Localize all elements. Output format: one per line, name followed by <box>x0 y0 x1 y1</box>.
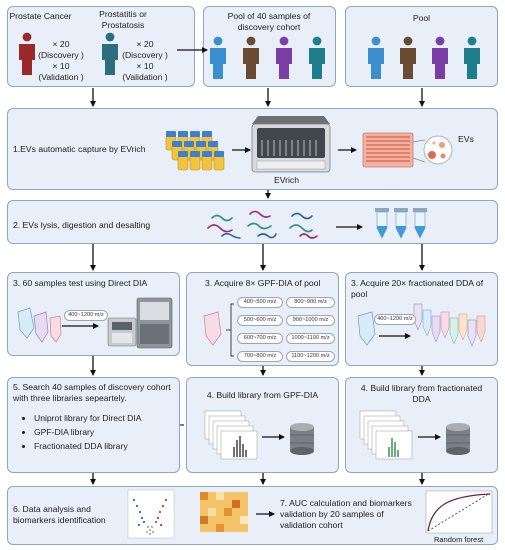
cohort-count-prostatitis-discovery: × 20 (Discovery ) <box>122 39 168 60</box>
vials-icon <box>375 208 427 239</box>
step2-label: 2. EVs lysis, digestion and desalting <box>13 220 151 230</box>
person-icon-red <box>19 32 35 75</box>
person-icon-purple <box>432 36 448 79</box>
evrich-device-icon <box>251 116 331 173</box>
person-icon-blue <box>368 36 384 79</box>
step7-label: 7. AUC calculation and biomarkers valida… <box>280 498 412 530</box>
box-step5 <box>7 377 180 473</box>
gpf-window-4: 700~800 m/z <box>237 351 283 362</box>
gpf-window-6: 900~1000 m/z <box>286 315 335 326</box>
spectra-stack-icon <box>359 410 413 460</box>
mass-spectrometer-icon <box>107 297 173 349</box>
step3a-label: 3. 60 samples test using Direct DIA <box>13 278 148 288</box>
mz-range-3c: 400~1200 m/z <box>374 314 416 325</box>
gpf-window-1: 400~500 m/z <box>237 297 283 308</box>
person-icon-blue <box>210 36 226 79</box>
sample-tubes-icon <box>17 307 62 343</box>
connector-line <box>412 139 426 143</box>
heatmap-icon <box>200 492 248 532</box>
volcano-plot-icon <box>127 489 175 539</box>
pool40-label: Pool of 40 samples of discovery cohort <box>227 11 311 32</box>
step6-label: 6. Data analysis and biomarkers identifi… <box>13 504 106 525</box>
evrich-label: EVrich <box>274 175 299 185</box>
sample-tubes-icon <box>165 131 225 171</box>
group-label-prostatitis: Prostatitis or Prostatosis <box>99 9 147 30</box>
person-icon-teal <box>309 36 325 79</box>
pool-label: Pool <box>412 13 431 23</box>
database-icon <box>290 423 314 455</box>
step3c-label: 3. Acquire 20× fractionated DDA of pool <box>351 278 484 299</box>
fraction-tubes-icon <box>413 303 486 347</box>
gpf-window-3: 600~700 m/z <box>237 333 283 344</box>
database-icon <box>446 423 470 455</box>
connector-line <box>412 157 426 163</box>
roc-curve-icon <box>425 490 493 534</box>
sample-tube-icon <box>203 311 222 346</box>
step5-label: 5. Search 40 samples of discovery cohort… <box>13 382 171 403</box>
gpf-window-5: 800~900 m/z <box>286 297 335 308</box>
person-icon-brown <box>400 36 416 79</box>
step4b-label: 4. Build library from GPF-DIA <box>206 390 319 400</box>
sample-tube-icon <box>357 311 376 346</box>
step3b-label: 3. Acquire 8× GPF-DIA of pool <box>205 278 321 288</box>
library-item: GPF-DIA library <box>34 425 184 439</box>
evs-label: EVs <box>458 134 474 144</box>
peptides-icon <box>207 210 318 239</box>
ev-particles-icon <box>423 135 453 165</box>
roc-label: Random forest <box>434 535 484 544</box>
library-item: Fractionated DDA library <box>34 439 184 453</box>
gpf-window-2: 500~600 m/z <box>237 315 283 326</box>
well-plate-icon <box>362 132 414 168</box>
bracket <box>230 303 234 357</box>
gpf-window-7: 1000~1100 m/z <box>286 333 335 344</box>
mz-range-3a: 400~1200 m/z <box>64 310 108 321</box>
box-step67 <box>7 486 498 545</box>
person-icon-teal <box>464 36 480 79</box>
person-icon-teal <box>102 32 118 75</box>
library-item: Uniprot library for Direct DIA <box>34 411 184 425</box>
box-cohorts <box>7 6 195 87</box>
step1-label: 1.EVs automatic capture by EVrich <box>13 144 146 154</box>
cohort-count-prostate-cancer-discovery: × 20 (Discovery ) <box>38 39 84 60</box>
library-list: Uniprot library for Direct DIA GPF-DIA l… <box>22 411 184 453</box>
person-icon-brown <box>243 36 259 79</box>
cohort-count-prostate-cancer-validation: × 10 (Validation ) <box>38 61 84 82</box>
person-icon-purple <box>276 36 292 79</box>
spectra-stack-icon <box>204 410 258 460</box>
group-label-prostate-cancer: Prostate Cancer <box>9 11 72 21</box>
cohort-count-prostatitis-validation: × 10 (Validation ) <box>122 61 168 82</box>
gpf-window-8: 1100~1200 m/z <box>286 351 335 362</box>
step4c-label: 4. Build library from fractionated DDA <box>360 383 483 404</box>
